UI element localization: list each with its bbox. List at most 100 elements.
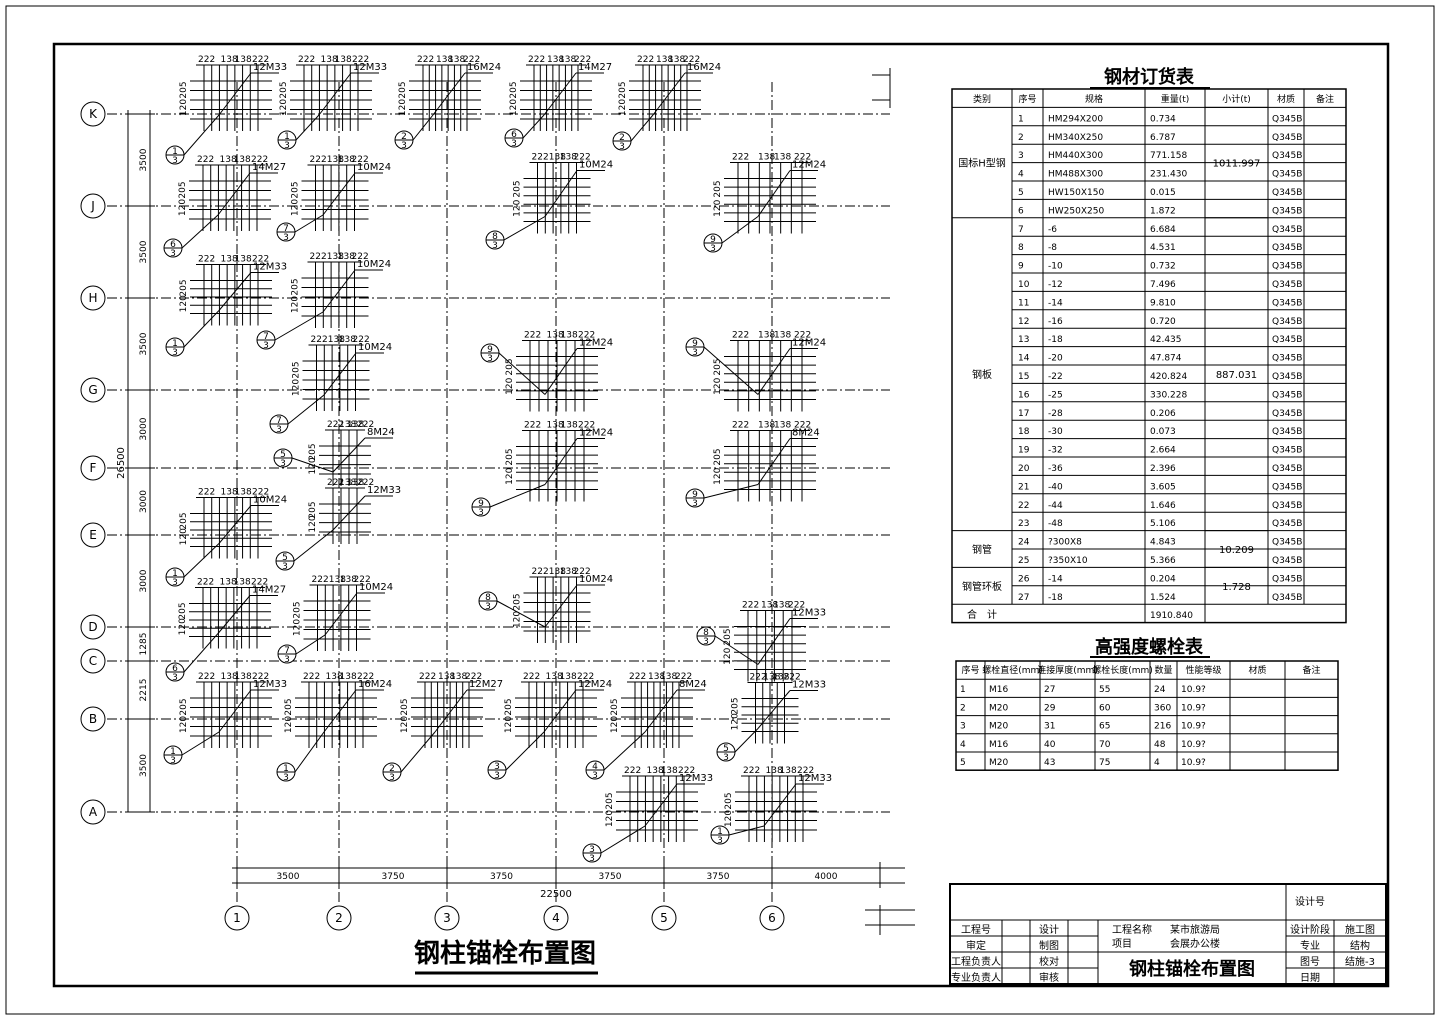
detail-bubble-num: 7 (283, 224, 289, 234)
detail-bubble-num: 1 (172, 147, 178, 157)
dim-text: 205 (292, 361, 302, 378)
detail-bubble-num: 9 (692, 339, 698, 349)
steel-table-header: 小计(t) (1222, 93, 1251, 105)
dim-text: 222 (198, 672, 215, 682)
steel-weight: 42.435 (1150, 335, 1182, 345)
dim-text: 138 (235, 255, 252, 265)
axis-bubble-col (543, 905, 569, 931)
detail-bubble-num: 2 (389, 764, 395, 774)
dim-col-total: 22500 (540, 889, 572, 900)
dim-text: 120 (293, 619, 303, 636)
steel-material: Q345B (1272, 409, 1302, 419)
dim-text: 222 (678, 766, 695, 776)
dim-text: 222 (352, 252, 369, 262)
dim-text: 138 (660, 672, 677, 682)
tb-project-label: 工程名称 (1112, 923, 1152, 936)
dim-text: 222 (732, 153, 749, 163)
axis-bubble-col (434, 905, 460, 931)
detail-bubble-sub: 3 (283, 233, 289, 243)
tb-drawing-name: 钢柱锚栓布置图 (1129, 958, 1255, 980)
detail-bubble-num: 1 (284, 132, 290, 142)
bolt-cell: 75 (1099, 758, 1110, 768)
dim-text: 120 (505, 467, 515, 484)
dim-text: 138 (221, 55, 238, 65)
bolt-cell: 3 (960, 722, 966, 732)
dim-text: 222 (312, 575, 329, 585)
dim-row-spacing: 2215 (139, 679, 149, 702)
axis-bubble-row (80, 648, 106, 674)
dim-text: 120 (618, 99, 628, 116)
anchor-label: 8M24 (367, 427, 395, 438)
dim-text: 222 (574, 567, 591, 577)
bolt-table-header: 连接厚度(mm) (1037, 664, 1098, 676)
dim-text: 222 (419, 672, 436, 682)
steel-spec: -22 (1048, 372, 1063, 382)
leader-line (332, 495, 366, 531)
dim-text: 222 (251, 155, 268, 165)
detail-bubble-sub: 3 (692, 348, 698, 358)
detail-bubble-sub: 3 (478, 508, 484, 518)
axis-bubble-row (80, 101, 106, 127)
steel-seq: 6 (1018, 206, 1024, 216)
detail-bubble-sub: 3 (619, 142, 625, 152)
dim-text: 205 (605, 792, 615, 809)
steel-spec: -32 (1048, 446, 1063, 456)
dim-text: 138 (326, 672, 343, 682)
bolt-table-title: 高强度螺栓表 (1095, 636, 1204, 658)
tb-label-mid: 校对 (1039, 955, 1059, 968)
dim-text: 222 (357, 672, 374, 682)
dim-text: 205 (179, 512, 189, 529)
dim-text: 222 (198, 488, 215, 498)
steel-seq: 8 (1018, 243, 1024, 253)
dim-text: 222 (303, 672, 320, 682)
bolt-cell: 48 (1154, 740, 1166, 750)
dim-text: 138 (560, 153, 577, 163)
detail-bubble-sub: 3 (172, 156, 178, 166)
dim-text: 138 (338, 252, 355, 262)
steel-seq: 13 (1018, 335, 1029, 345)
steel-material: Q345B (1272, 593, 1302, 603)
detail-bubble-sub: 3 (282, 562, 288, 572)
steel-weight: 2.396 (1150, 464, 1176, 474)
detail-bubble-num: 9 (487, 345, 493, 355)
dim-text: 222 (198, 55, 215, 65)
inner-frame (52, 42, 1390, 988)
detail-bubble-num: 8 (703, 628, 709, 638)
anchor-label: 16M24 (467, 62, 501, 73)
leader-line (703, 484, 759, 499)
steel-weight: 0.720 (1150, 317, 1176, 327)
dim-text: 222 (743, 766, 760, 776)
bolt-cell: 29 (1044, 703, 1056, 713)
leader-line (434, 689, 468, 733)
dim-text: 205 (398, 81, 408, 98)
dim-text: 138 (329, 575, 346, 585)
dim-text: 222 (197, 578, 214, 588)
steel-spec: -10 (1048, 262, 1063, 272)
leader-line (544, 348, 578, 395)
leader-line (734, 728, 759, 753)
detail-bubble-sub: 3 (170, 756, 176, 766)
axis-label-row: K (89, 107, 98, 121)
dim-text: 222 (252, 672, 269, 682)
detail-bubble-sub: 3 (511, 139, 517, 149)
dim-text: 138 (234, 155, 251, 165)
dim-text: 138 (339, 478, 356, 488)
leader-line (498, 352, 546, 395)
steel-weight: 771.158 (1150, 151, 1187, 161)
anchor-label: 10M24 (357, 259, 391, 270)
anchor-label: 10M24 (579, 574, 613, 585)
tb-right-value: 结施-3 (1345, 955, 1375, 968)
detail-bubble-sub: 3 (389, 773, 395, 783)
dim-text: 138 (763, 673, 780, 683)
leader-line (763, 783, 797, 827)
axis-label-col: 3 (443, 911, 451, 925)
steel-category: 钢管环板 (962, 580, 1002, 593)
